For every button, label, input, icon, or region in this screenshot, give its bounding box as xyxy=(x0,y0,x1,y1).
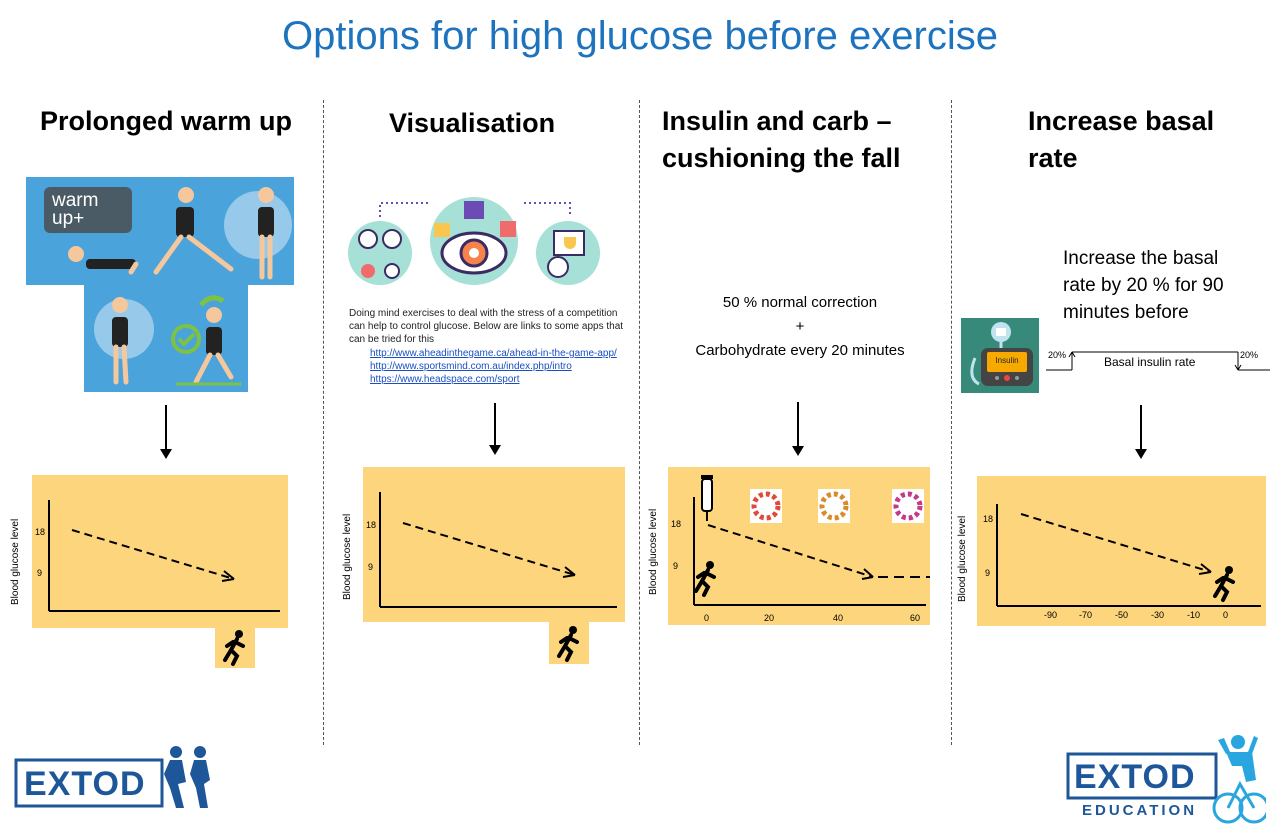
y-tick: 9 xyxy=(673,561,679,571)
glucose-chart-basal-rate: 18 9 -90 -70 -50 -30 -10 0 xyxy=(977,476,1266,626)
down-arrow xyxy=(165,405,167,449)
heading-line: Increase basal xyxy=(1028,106,1215,136)
down-arrow-head xyxy=(1135,449,1147,459)
glucose-chart-visualisation: 18 9 xyxy=(363,467,625,622)
heading-increase-basal-rate: Increase basal rate xyxy=(1028,103,1214,177)
y-tick: 18 xyxy=(35,527,46,537)
heading-visualisation: Visualisation xyxy=(389,108,556,138)
x-tick: -90 xyxy=(1044,610,1058,620)
basal-pct-left: 20% xyxy=(1048,350,1067,360)
x-tick: 20 xyxy=(764,613,775,623)
x-tick: 40 xyxy=(833,613,844,623)
runner-icon xyxy=(549,622,589,664)
down-arrow-head xyxy=(489,445,501,455)
visualisation-illustration xyxy=(346,195,606,287)
logo-text: EXTOD xyxy=(1074,758,1196,796)
heading-insulin-and-carb: Insulin and carb – cushioning the fall xyxy=(662,103,901,177)
down-arrow-head xyxy=(792,446,804,456)
y-axis-label: Blood glucose level xyxy=(342,513,353,600)
glucose-chart-warm-up: 18 9 xyxy=(32,475,288,628)
heading-line: Insulin and carb – xyxy=(662,106,892,136)
carb-icon xyxy=(750,489,782,523)
app-link-headspace[interactable]: https://www.headspace.com/sport xyxy=(370,374,520,385)
text-line: 50 % normal correction xyxy=(722,294,878,311)
x-tick: 0 xyxy=(704,613,710,623)
extod-logo-left: EXTOD xyxy=(14,744,214,816)
app-links: http://www.aheadinthegame.ca/ahead-in-th… xyxy=(370,347,635,386)
down-arrow xyxy=(1140,405,1142,449)
warm-up-badge: warm up+ xyxy=(44,187,132,233)
x-tick: 0 xyxy=(1223,610,1229,620)
column-divider xyxy=(323,100,324,745)
warm-up-illustration: warm up+ xyxy=(26,177,294,462)
y-axis-label: Blood glucose level xyxy=(10,518,21,605)
x-tick: -70 xyxy=(1079,610,1093,620)
app-link-ahead-in-the-game[interactable]: http://www.aheadinthegame.ca/ahead-in-th… xyxy=(370,348,617,359)
heading-line: cushioning the fall xyxy=(662,143,901,173)
y-tick: 9 xyxy=(368,562,374,572)
page-title: Options for high glucose before exercise xyxy=(282,14,998,58)
y-tick: 18 xyxy=(671,519,682,529)
y-tick: 9 xyxy=(985,568,991,578)
insulin-pump-icon: Insulin xyxy=(961,318,1039,393)
logo-text: EXTOD xyxy=(24,765,146,803)
y-axis-label: Blood glucose level xyxy=(957,515,968,602)
x-tick: -10 xyxy=(1187,610,1201,620)
x-tick: -30 xyxy=(1151,610,1165,620)
runner-icon xyxy=(215,626,255,668)
basal-pct-right: 20% xyxy=(1240,350,1259,360)
pump-screen-label: Insulin xyxy=(995,356,1019,365)
y-axis-label: Blood glucose level xyxy=(648,508,659,595)
extod-education-logo: EXTOD EDUCATION xyxy=(1066,730,1266,825)
x-tick: -50 xyxy=(1115,610,1129,620)
y-tick: 9 xyxy=(37,568,43,578)
down-arrow xyxy=(797,402,799,446)
text-line: + xyxy=(795,318,805,335)
text-line: Carbohydrate every 20 minutes xyxy=(695,342,905,359)
down-arrow-head xyxy=(160,449,172,459)
glucose-chart-insulin-carb: 18 9 0 20 40 60 xyxy=(668,467,930,625)
y-tick: 18 xyxy=(983,514,994,524)
y-tick: 18 xyxy=(366,520,377,530)
down-arrow xyxy=(494,403,496,445)
basal-instruction: Increase the basal rate by 20 % for 90 m… xyxy=(1063,245,1273,326)
text-line: minutes before xyxy=(1063,302,1189,323)
basal-rate-label: Basal insulin rate xyxy=(1104,355,1196,369)
heading-prolonged-warm-up: Prolonged warm up xyxy=(40,106,293,136)
basal-rate-diagram: 20% Basal insulin rate 20% xyxy=(1044,340,1274,378)
heading-line: rate xyxy=(1028,143,1078,173)
insulin-carb-text: 50 % normal correction + Carbohydrate ev… xyxy=(660,291,940,363)
column-divider xyxy=(639,100,640,745)
visualisation-description: Doing mind exercises to deal with the st… xyxy=(349,308,624,345)
x-tick: 60 xyxy=(910,613,921,623)
logo-subtext: EDUCATION xyxy=(1082,802,1198,819)
app-link-sportsmind[interactable]: http://www.sportsmind.com.au/index.php/i… xyxy=(370,361,572,372)
text-line: rate by 20 % for 90 xyxy=(1063,275,1224,296)
column-divider xyxy=(951,100,952,745)
text-line: Increase the basal xyxy=(1063,248,1219,269)
